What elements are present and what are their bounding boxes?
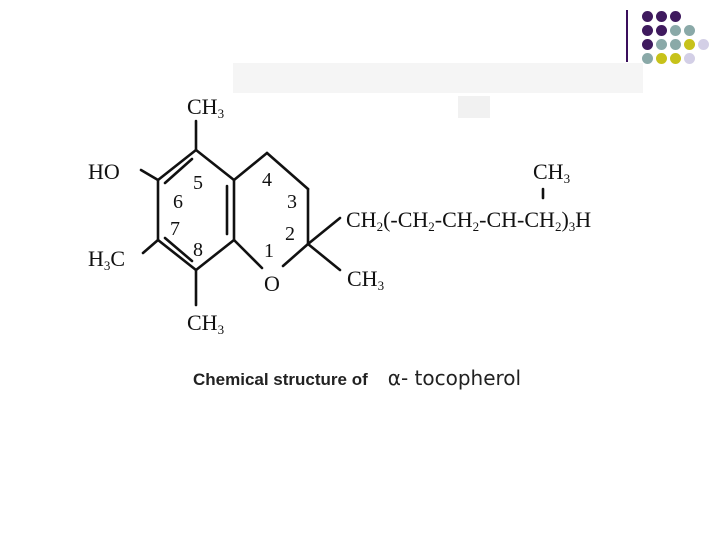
- bond: [141, 238, 160, 255]
- structure-caption: Chemical structure of α- tocopherol: [193, 366, 521, 390]
- dot-decoration: [670, 25, 681, 36]
- dot-decoration: [642, 11, 653, 22]
- decorative-dot-grid: [0, 0, 720, 70]
- bond: [232, 238, 264, 270]
- ring-position-numbers: 1 2 3 4 5 6 7 8: [170, 169, 297, 262]
- dot-decoration: [684, 53, 695, 64]
- bond: [194, 148, 236, 182]
- caption-text: Chemical structure of: [193, 370, 368, 389]
- position-number: 7: [170, 218, 180, 240]
- bond: [306, 242, 342, 272]
- bond: [306, 216, 342, 246]
- bond: [281, 242, 310, 268]
- dot-decoration: [656, 11, 667, 22]
- dot-decoration: [642, 53, 653, 64]
- bond: [163, 236, 194, 263]
- bond: [139, 168, 160, 182]
- oxygen-label: O: [264, 271, 280, 296]
- dot-decoration: [684, 25, 695, 36]
- position-number: 5: [193, 172, 203, 194]
- bond: [156, 148, 198, 182]
- ch3-top-label: CH3: [187, 94, 224, 121]
- bond: [194, 238, 236, 272]
- position-number: 8: [193, 239, 203, 261]
- dot-decoration: [684, 39, 695, 50]
- hydroxyl-label: HO: [88, 159, 120, 184]
- dot-decoration: [698, 39, 709, 50]
- dot-decoration: [670, 11, 681, 22]
- position-number: 1: [264, 240, 274, 262]
- dot-decoration: [656, 25, 667, 36]
- bond: [265, 151, 310, 191]
- ch3-bottom-label: CH3: [187, 310, 224, 337]
- bond: [156, 238, 198, 272]
- bond: [163, 157, 194, 185]
- ch3-c2-label: CH3: [347, 266, 384, 293]
- bond: [232, 151, 269, 182]
- dot-decoration: [642, 25, 653, 36]
- position-number: 2: [285, 223, 295, 245]
- dot-decoration: [670, 39, 681, 50]
- dot-decoration: [670, 53, 681, 64]
- faint-title-placeholder: [233, 63, 643, 93]
- position-number: 6: [173, 191, 183, 213]
- dot-decoration: [642, 39, 653, 50]
- position-number: 4: [262, 169, 272, 191]
- dot-decoration: [656, 39, 667, 50]
- ch3-chain-label: CH3: [533, 159, 570, 186]
- faint-placeholder-box: [458, 96, 490, 118]
- h3c-label: H3C: [88, 246, 125, 273]
- vertical-rule: [626, 10, 628, 62]
- caption-compound: α- tocopherol: [387, 366, 522, 390]
- side-chain-label: CH2(-CH2-CH2-CH-CH2)3H: [346, 207, 591, 234]
- dot-decoration: [656, 53, 667, 64]
- position-number: 3: [287, 191, 297, 213]
- bonds: [139, 119, 545, 307]
